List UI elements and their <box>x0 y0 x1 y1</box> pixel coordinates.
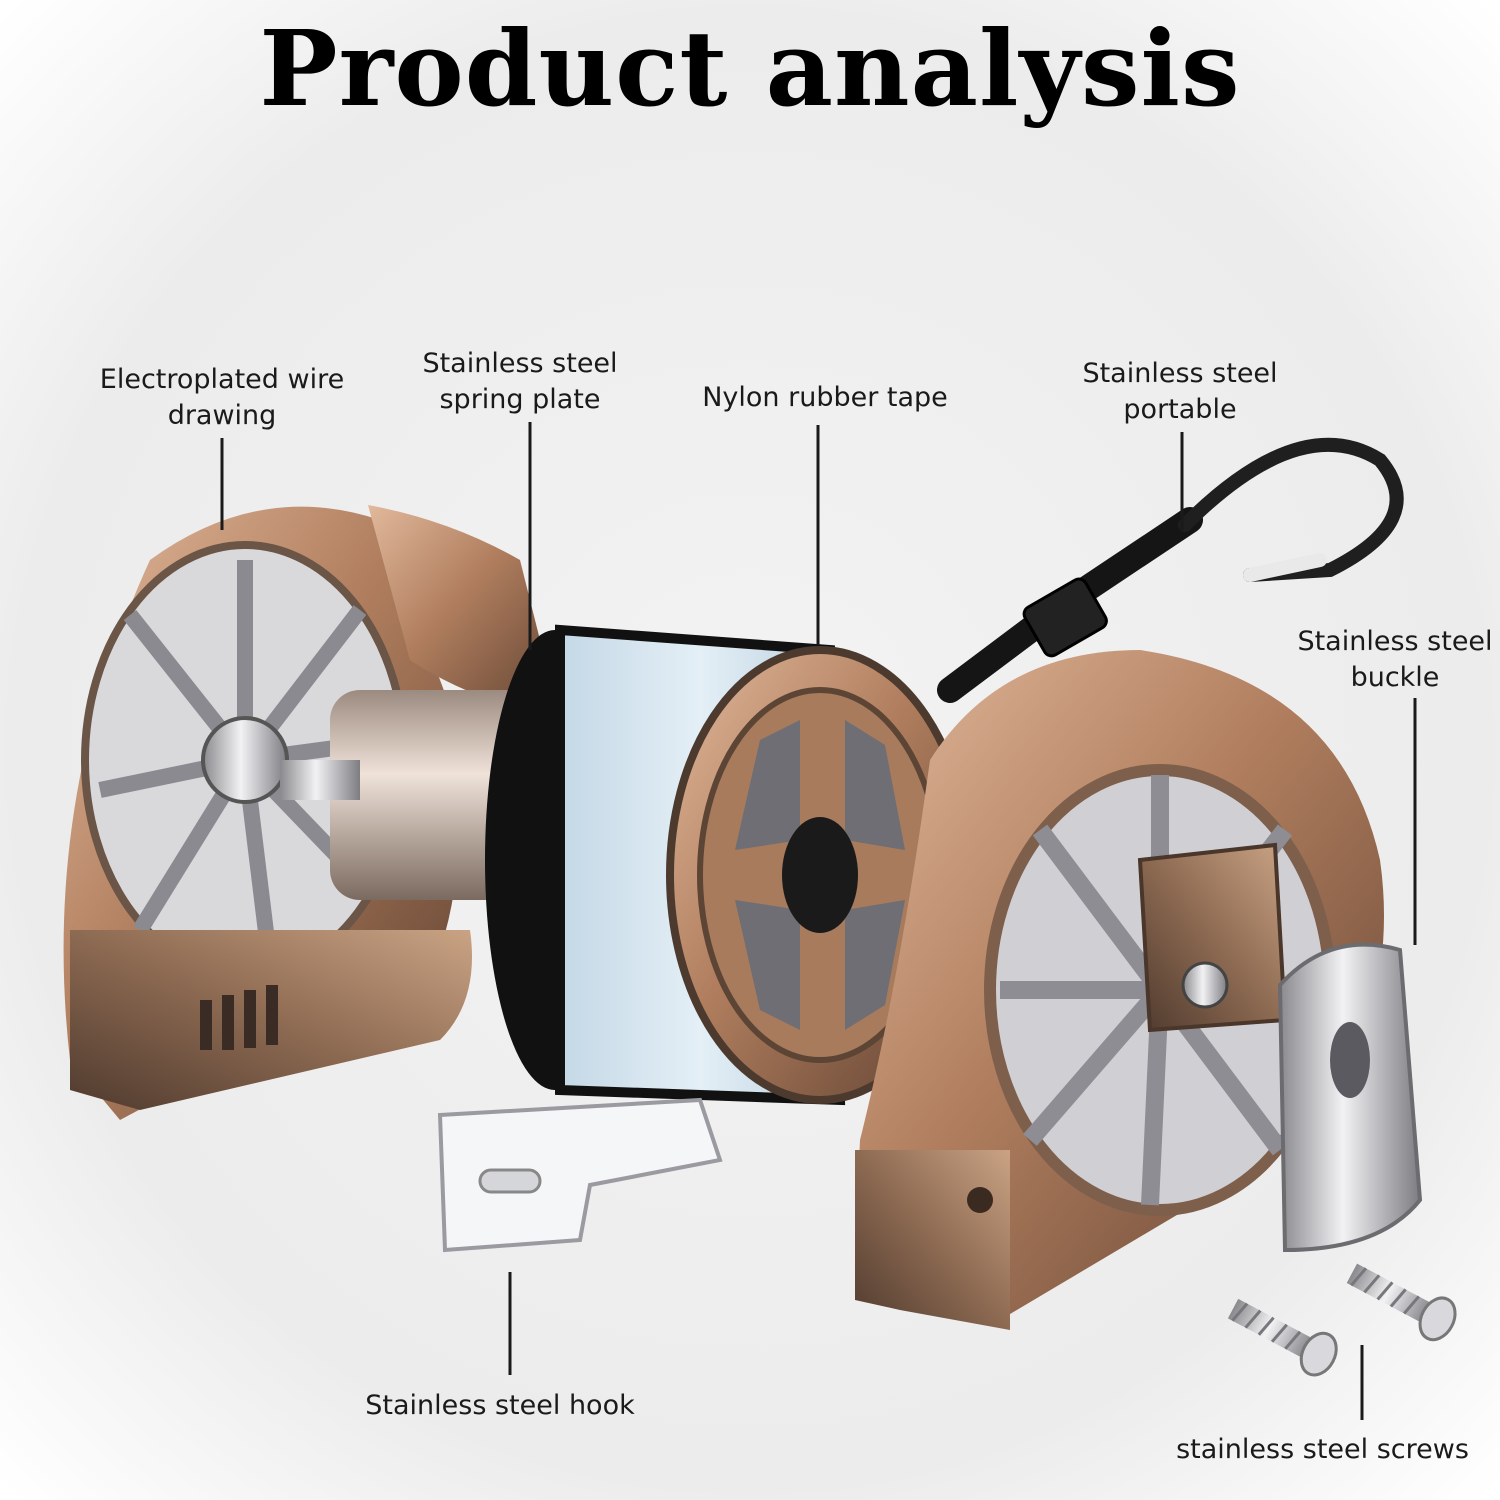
page-title: Product analysis <box>259 7 1241 130</box>
label-steel-screws: stainless steel screws <box>1176 1434 1469 1465</box>
label-portable: Stainless steel portable <box>1082 358 1278 425</box>
steel-buckle-part <box>1277 942 1423 1253</box>
right-housing-half <box>855 650 1384 1330</box>
label-nylon-rubber-tape: Nylon rubber tape <box>702 382 948 413</box>
screws-part <box>1227 1263 1457 1377</box>
steel-hook-part <box>437 1097 723 1253</box>
reel-windows <box>735 720 905 1030</box>
label-steel-hook: Stainless steel hook <box>365 1390 635 1421</box>
label-spring-plate: Stainless steel spring plate <box>422 348 618 415</box>
tape-reel <box>485 624 974 1106</box>
spring-plate <box>368 505 560 720</box>
label-electroplated-wire-drawing: Electroplated wire drawing <box>99 364 345 431</box>
strap-and-carabiner <box>937 437 1404 703</box>
leader-lines <box>220 422 1417 1420</box>
left-grip-teeth <box>200 985 278 1050</box>
label-buckle: Stainless steel buckle <box>1297 626 1493 693</box>
left-housing-half <box>63 506 472 1121</box>
